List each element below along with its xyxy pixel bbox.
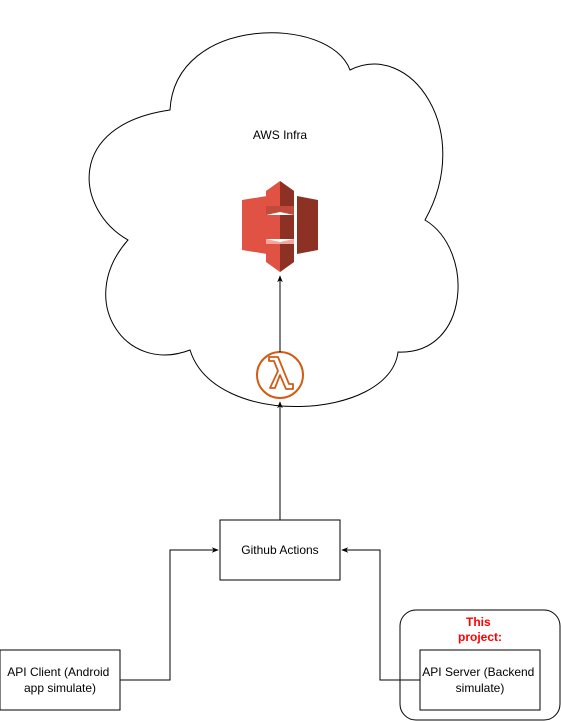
api-client-node[interactable]: API Client (Android app simulate) <box>0 649 121 711</box>
aws-s3-bucket-icon <box>242 181 318 272</box>
aws-infra-label: AWS Infra <box>253 128 308 142</box>
api-server-node[interactable]: API Server (Backend simulate) <box>419 649 541 711</box>
aws-lambda-icon <box>256 351 304 399</box>
arrow-api-server-to-github-actions <box>341 547 420 681</box>
arrow-api-client-to-github-actions <box>120 547 219 681</box>
this-project-label: This project: <box>458 615 502 644</box>
api-server-label: API Server (Backend simulate) <box>422 665 537 695</box>
api-client-label: API Client (Android app simulate) <box>7 665 112 695</box>
github-actions-node[interactable]: Github Actions <box>219 519 341 581</box>
github-actions-label: Github Actions <box>241 543 318 557</box>
